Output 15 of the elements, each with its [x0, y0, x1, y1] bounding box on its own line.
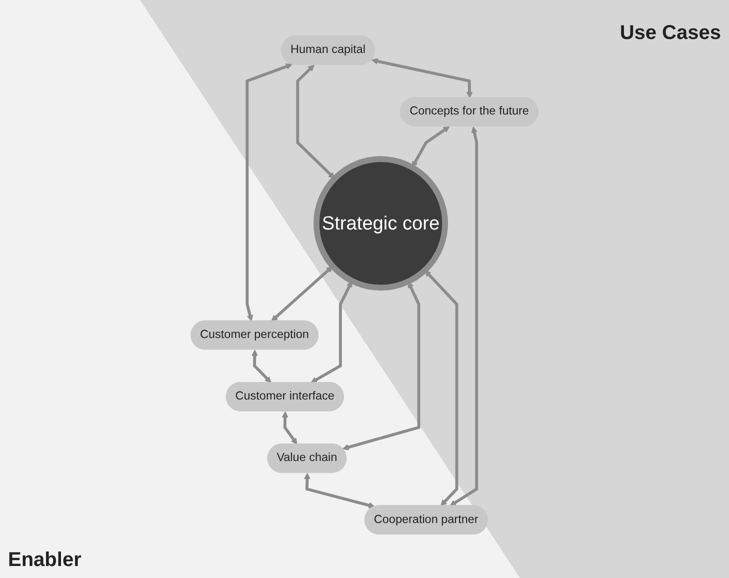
region-label: Use Cases [620, 22, 721, 45]
arrow [246, 63, 292, 322]
arrow [342, 282, 420, 450]
arrow [271, 266, 333, 322]
arrow [450, 126, 478, 506]
arrow [252, 350, 272, 383]
region-label: Enabler [8, 549, 82, 572]
arrow [282, 411, 298, 445]
arrow [371, 58, 473, 98]
arrow [296, 64, 335, 179]
arrow [310, 280, 352, 383]
arrow [304, 472, 375, 508]
node-circle: Strategic core [313, 156, 448, 291]
arrow [412, 126, 450, 168]
arrow [424, 270, 458, 506]
